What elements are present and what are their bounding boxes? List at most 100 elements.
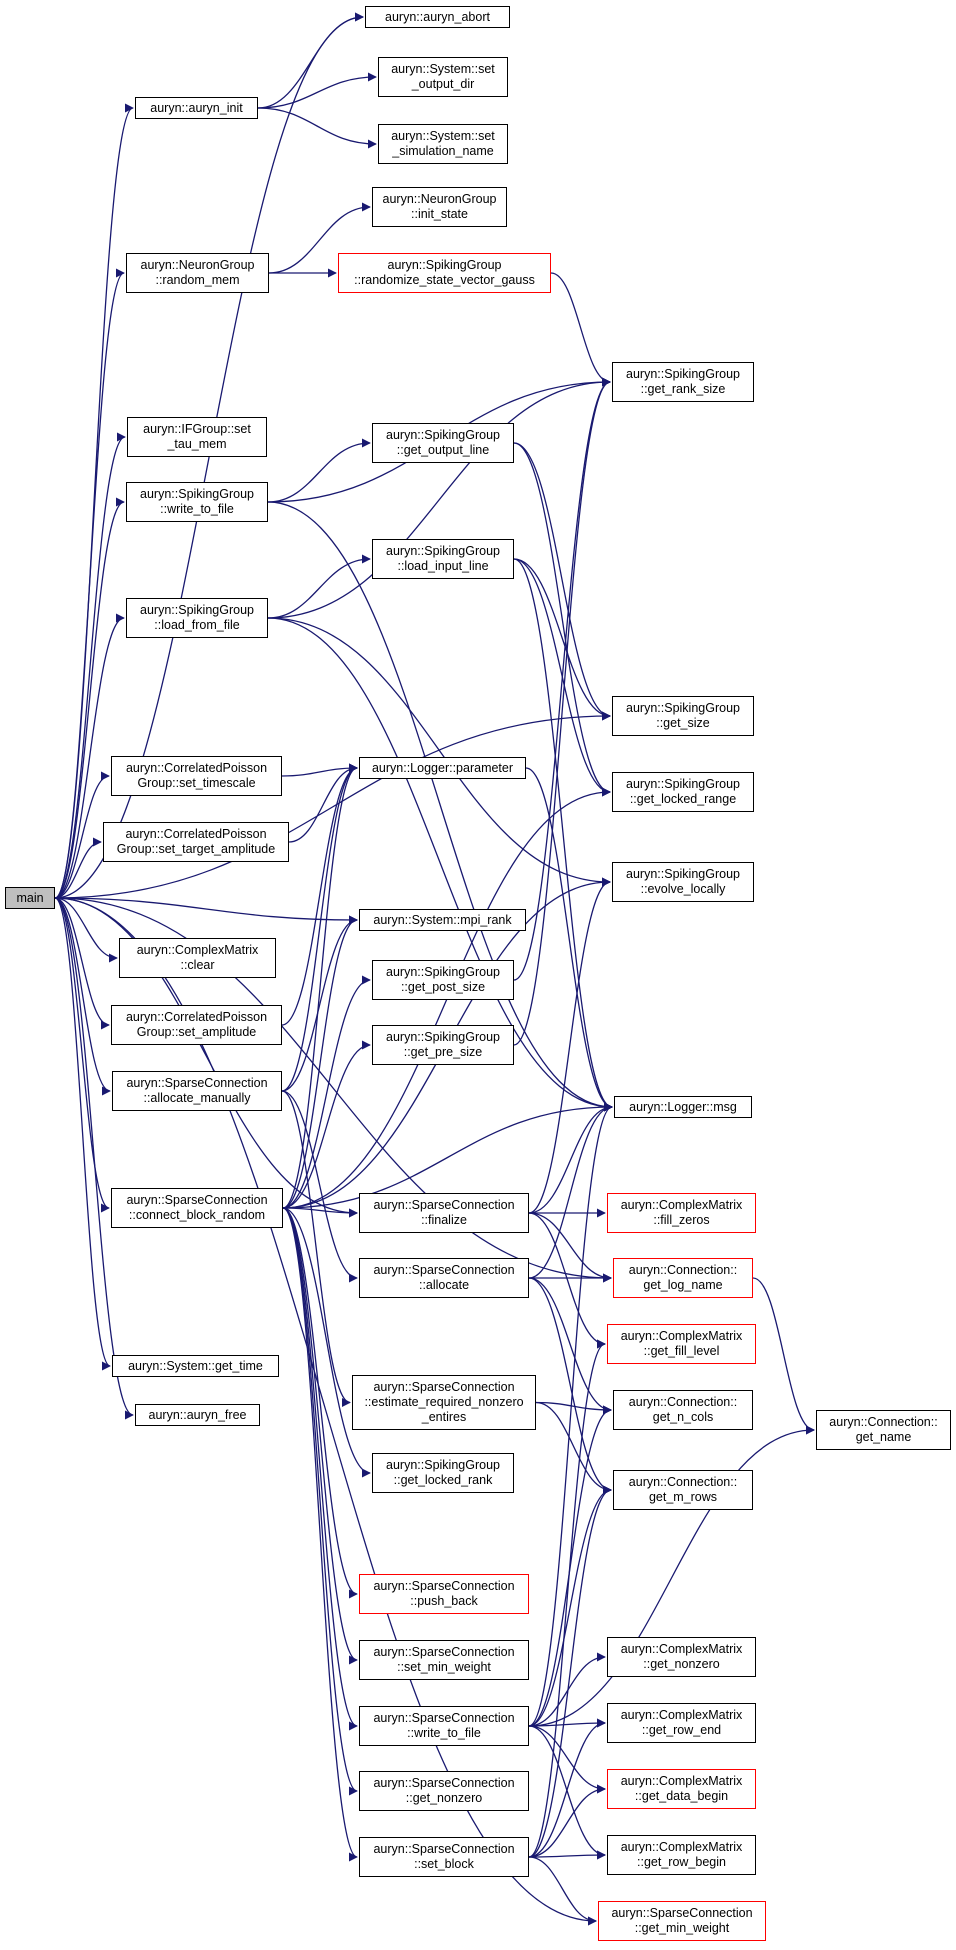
node-conn-get-log-name[interactable]: auryn::Connection::get_log_name	[613, 1258, 753, 1298]
node-sg-get-size[interactable]: auryn::SpikingGroup::get_size	[612, 696, 754, 736]
node-label: auryn::System::get_time	[128, 1358, 263, 1373]
node-label: auryn::SparseConnection	[373, 1842, 515, 1856]
node-label: auryn::SparseConnection	[126, 1076, 268, 1090]
node-sc-estimate-required-nonzero-entires[interactable]: auryn::SparseConnection::estimate_requir…	[352, 1375, 536, 1430]
edge-sg-randomize-state-vector-gauss-to-sg-get-rank-size	[550, 272, 611, 387]
edge-sg-load-input-line-to-logger-msg	[513, 558, 613, 1112]
node-label: auryn::ComplexMatrix	[136, 943, 259, 957]
edge-cpg-set-timescale-to-logger-parameter	[281, 763, 358, 777]
node-sc-finalize[interactable]: auryn::SparseConnection::finalize	[359, 1193, 529, 1233]
node-sg-get-locked-range[interactable]: auryn::SpikingGroup::get_locked_range	[612, 772, 754, 812]
edge-sc-connect-block-random-to-sc-set-min-weight	[282, 1207, 358, 1665]
node-sg-evolve-locally[interactable]: auryn::SpikingGroup::evolve_locally	[612, 862, 754, 902]
node-sg-get-rank-size[interactable]: auryn::SpikingGroup::get_rank_size	[612, 362, 754, 402]
edge-sc-allocate-manually-to-sc-allocate	[281, 1090, 358, 1283]
node-sc-get-nonzero[interactable]: auryn::SparseConnection::get_nonzero	[359, 1771, 529, 1811]
node-auryn-init[interactable]: auryn::auryn_init	[135, 97, 258, 119]
node-sg-load-from-file[interactable]: auryn::SpikingGroup::load_from_file	[126, 598, 268, 638]
node-sc-set-block[interactable]: auryn::SparseConnection::set_block	[359, 1837, 529, 1877]
node-sys-get-time[interactable]: auryn::System::get_time	[112, 1355, 279, 1377]
node-label: auryn::SpikingGroup	[386, 544, 500, 558]
node-sc-set-min-weight[interactable]: auryn::SparseConnection::set_min_weight	[359, 1640, 529, 1680]
node-sc-write-to-file[interactable]: auryn::SparseConnection::write_to_file	[359, 1706, 529, 1746]
edge-sc-connect-block-random-to-sg-get-locked-range	[282, 787, 611, 1209]
node-conn-get-m-rows[interactable]: auryn::Connection::get_m_rows	[613, 1470, 753, 1510]
node-label: auryn::Connection::	[628, 1475, 738, 1489]
node-ng-random-mem[interactable]: auryn::NeuronGroup::random_mem	[126, 253, 269, 293]
node-cm-get-row-end[interactable]: auryn::ComplexMatrix::get_row_end	[607, 1703, 756, 1743]
node-auryn-free[interactable]: auryn::auryn_free	[135, 1404, 260, 1426]
node-ng-init-state[interactable]: auryn::NeuronGroup::init_state	[372, 187, 507, 227]
node-label: ::get_pre_size	[403, 1045, 483, 1059]
edge-sg-get-post-size-to-sg-get-rank-size	[513, 377, 611, 981]
node-label: auryn::SparseConnection	[373, 1776, 515, 1790]
node-label: ::get_output_line	[396, 443, 490, 457]
node-label: Group::set_target_amplitude	[116, 842, 276, 856]
node-label: ::set_min_weight	[397, 1660, 491, 1674]
edge-sg-load-input-line-to-sg-get-size	[513, 558, 611, 721]
edge-sg-get-output-line-to-sg-get-size	[513, 442, 611, 721]
node-cm-get-fill-level[interactable]: auryn::ComplexMatrix::get_fill_level	[607, 1324, 756, 1364]
node-label: auryn::ComplexMatrix	[620, 1774, 743, 1788]
edge-sg-load-from-file-to-logger-msg	[267, 617, 613, 1112]
node-label: auryn::Logger::parameter	[371, 760, 514, 775]
node-sys-set-output-dir[interactable]: auryn::System::set_output_dir	[378, 57, 508, 97]
edge-main-to-auryn-free	[54, 897, 134, 1420]
node-cm-get-nonzero[interactable]: auryn::ComplexMatrix::get_nonzero	[607, 1637, 756, 1677]
node-sc-push-back[interactable]: auryn::SparseConnection::push_back	[359, 1574, 529, 1614]
edge-main-to-cm-clear	[54, 897, 118, 963]
node-cm-fill-zeros[interactable]: auryn::ComplexMatrix::fill_zeros	[607, 1193, 756, 1233]
node-main[interactable]: main	[5, 887, 55, 909]
node-label: auryn::ComplexMatrix	[620, 1840, 743, 1854]
node-auryn-abort[interactable]: auryn::auryn_abort	[365, 6, 510, 28]
node-sys-mpi-rank[interactable]: auryn::System::mpi_rank	[359, 909, 526, 931]
node-sys-set-simulation-name[interactable]: auryn::System::set_simulation_name	[378, 124, 508, 164]
edge-main-to-sc-allocate-manually	[54, 897, 111, 1096]
node-ifg-set-tau-mem[interactable]: auryn::IFGroup::set_tau_mem	[127, 417, 267, 457]
edge-sc-write-to-file-to-conn-get-name	[528, 1425, 815, 1727]
node-sc-allocate[interactable]: auryn::SparseConnection::allocate	[359, 1258, 529, 1298]
edge-auryn-init-to-auryn-abort	[257, 12, 364, 109]
node-sg-get-output-line[interactable]: auryn::SpikingGroup::get_output_line	[372, 423, 514, 463]
node-sg-get-pre-size[interactable]: auryn::SpikingGroup::get_pre_size	[372, 1025, 514, 1065]
node-sc-allocate-manually[interactable]: auryn::SparseConnection::allocate_manual…	[112, 1071, 282, 1111]
edge-main-to-cpg-set-target-amplitude	[54, 837, 102, 899]
node-sg-get-locked-rank[interactable]: auryn::SpikingGroup::get_locked_rank	[372, 1453, 514, 1493]
edge-cpg-set-amplitude-to-logger-parameter	[281, 763, 358, 1026]
node-label: ::get_row_end	[641, 1723, 722, 1737]
node-conn-get-name[interactable]: auryn::Connection::get_name	[816, 1410, 951, 1450]
node-label: ::load_from_file	[154, 618, 240, 632]
node-sc-get-min-weight[interactable]: auryn::SparseConnection::get_min_weight	[598, 1901, 766, 1941]
node-conn-get-n-cols[interactable]: auryn::Connection::get_n_cols	[613, 1390, 753, 1430]
node-sg-get-post-size[interactable]: auryn::SpikingGroup::get_post_size	[372, 960, 514, 1000]
edge-sc-set-block-to-cm-get-row-end	[528, 1718, 606, 1858]
edge-logger-parameter-to-logger-msg	[525, 767, 613, 1112]
node-sg-write-to-file[interactable]: auryn::SpikingGroup::write_to_file	[126, 482, 268, 522]
node-label: ::evolve_locally	[640, 882, 726, 896]
edge-sg-write-to-file-to-sg-get-output-line	[267, 438, 371, 503]
node-label: auryn::ComplexMatrix	[620, 1329, 743, 1343]
edge-sg-load-from-file-to-sg-evolve-locally	[267, 617, 611, 887]
node-label: _tau_mem	[167, 437, 227, 451]
node-logger-msg[interactable]: auryn::Logger::msg	[614, 1096, 752, 1118]
node-label: auryn::SparseConnection	[373, 1263, 515, 1277]
edge-sc-set-block-to-conn-get-m-rows	[528, 1485, 612, 1858]
node-logger-parameter[interactable]: auryn::Logger::parameter	[359, 757, 526, 779]
node-label: auryn::ComplexMatrix	[620, 1198, 743, 1212]
node-label: ::get_post_size	[400, 980, 486, 994]
node-sc-connect-block-random[interactable]: auryn::SparseConnection::connect_block_r…	[111, 1188, 283, 1228]
node-cm-clear[interactable]: auryn::ComplexMatrix::clear	[119, 938, 276, 978]
node-sg-randomize-state-vector-gauss[interactable]: auryn::SpikingGroup::randomize_state_vec…	[338, 253, 551, 293]
node-label: auryn::ComplexMatrix	[620, 1708, 743, 1722]
node-sg-load-input-line[interactable]: auryn::SpikingGroup::load_input_line	[372, 539, 514, 579]
node-label: get_n_cols	[652, 1410, 714, 1424]
node-cm-get-data-begin[interactable]: auryn::ComplexMatrix::get_data_begin	[607, 1769, 756, 1809]
edge-sc-connect-block-random-to-sc-finalize	[282, 1207, 358, 1218]
node-cm-get-row-begin[interactable]: auryn::ComplexMatrix::get_row_begin	[607, 1835, 756, 1875]
node-label: auryn::SparseConnection	[373, 1579, 515, 1593]
node-label: auryn::SpikingGroup	[387, 258, 502, 272]
